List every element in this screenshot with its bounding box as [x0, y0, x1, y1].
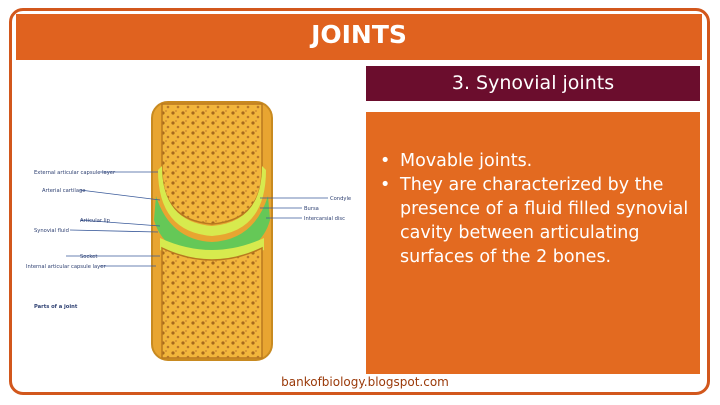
- lower-bone: [161, 246, 263, 359]
- content-box: Movable joints. They are characterized b…: [366, 112, 700, 374]
- upper-bone: [161, 103, 263, 225]
- label-condyle: Condyle: [330, 196, 351, 202]
- source-link-text: bankofbiology.blogspot.com: [281, 375, 449, 389]
- bullet-item: They are characterized by the presence o…: [378, 173, 690, 269]
- label-intercarsial-disc: Intercarsial disc: [304, 216, 345, 222]
- slide-subtitle: 3. Synovial joints: [451, 72, 615, 94]
- slide-title: JOINTS: [311, 20, 407, 49]
- label-lines-left: [66, 171, 161, 267]
- joint-diagram: External articular capsule layer Arteria…: [26, 101, 351, 361]
- label-internal-capsule: Internal articular capsule layer: [26, 264, 106, 270]
- bullet-item: Movable joints.: [378, 149, 690, 173]
- source-footer: bankofbiology.blogspot.com: [0, 375, 720, 389]
- label-bursa: Bursa: [304, 206, 319, 212]
- label-socket: Socket: [80, 254, 97, 260]
- articular-cartilage: [158, 166, 266, 236]
- label-arterial-cartilage: Arterial cartilage: [42, 188, 86, 194]
- label-external-capsule: External articular capsule layer: [34, 170, 116, 176]
- subtitle-bar: 3. Synovial joints: [366, 66, 700, 101]
- title-bar: JOINTS: [16, 14, 702, 60]
- label-articular-lip: Articular lip: [80, 218, 111, 224]
- synovial-fluid: [154, 196, 270, 258]
- diagram-caption: Parts of a joint: [34, 304, 78, 310]
- label-lines-right: [260, 197, 328, 219]
- lower-cartilage: [160, 238, 264, 261]
- bullet-list: Movable joints. They are characterized b…: [378, 149, 690, 269]
- label-synovial-fluid: Synovial fluid: [34, 228, 69, 234]
